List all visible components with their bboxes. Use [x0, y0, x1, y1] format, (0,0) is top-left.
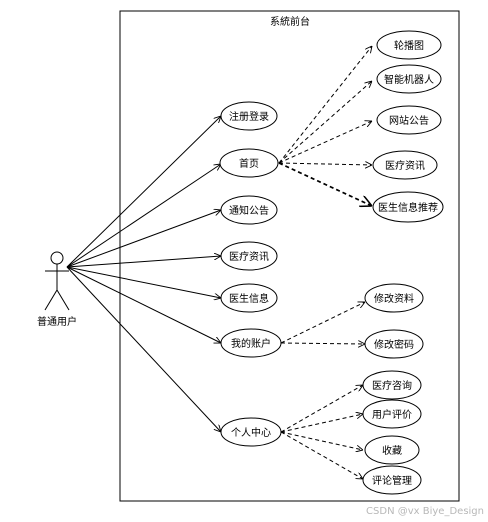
usecase-personal-center: 个人中心: [220, 417, 282, 447]
usecase-home-label: 首页: [239, 157, 259, 170]
usecase-home: 首页: [219, 148, 279, 178]
usecase-carousel-label: 轮播图: [394, 39, 424, 52]
usecase-medical-news: 医疗资讯: [220, 241, 278, 271]
usecase-notice-label: 通知公告: [229, 204, 269, 217]
ext-home-doctor-recommend: [278, 162, 372, 206]
ext-center-review-manage: [280, 431, 363, 479]
association-my-account: [66, 266, 221, 343]
usecase-medical-consult-label: 医疗咨询: [372, 379, 412, 392]
actor-user: [44, 251, 70, 311]
usecase-site-notice-label: 网站公告: [389, 114, 429, 127]
association-register-login: [66, 116, 221, 268]
usecase-register-login-label: 注册登录: [229, 110, 269, 123]
usecase-my-account: 我的账户: [220, 328, 282, 358]
association-doctor-info: [66, 266, 221, 298]
usecase-home-medical-news-label: 医疗资讯: [385, 159, 425, 172]
usecase-review-manage: 评论管理: [362, 465, 422, 495]
ext-home-carousel: [278, 46, 372, 164]
usecase-doctor-recommend-label: 医生信息推荐: [378, 201, 438, 214]
usecase-home-medical-news: 医疗资讯: [372, 150, 438, 180]
usecase-robot: 智能机器人: [376, 64, 442, 94]
usecase-notice: 通知公告: [220, 195, 278, 225]
actor-head: [50, 251, 64, 265]
usecase-carousel: 轮播图: [376, 30, 442, 60]
association-home: [66, 164, 221, 268]
usecase-review-manage-label: 评论管理: [372, 474, 412, 487]
ext-center-medical-consult: [280, 385, 363, 433]
usecase-medical-news-label: 医疗资讯: [229, 250, 269, 263]
usecase-user-review-label: 用户评价: [372, 408, 412, 421]
usecase-favorites-label: 收藏: [382, 444, 402, 457]
usecase-doctor-info-label: 医生信息: [229, 292, 269, 305]
usecase-change-password: 修改密码: [364, 329, 424, 359]
usecase-register-login: 注册登录: [220, 101, 278, 131]
usecase-edit-profile-label: 修改资料: [374, 292, 414, 305]
usecase-favorites: 收藏: [364, 435, 420, 465]
usecase-edit-profile: 修改资料: [364, 283, 424, 313]
usecase-medical-consult: 医疗咨询: [362, 370, 422, 400]
ext-account-change-password: [280, 343, 365, 344]
usecase-user-review: 用户评价: [362, 399, 422, 429]
ext-home-medical-news: [278, 163, 372, 165]
ext-account-edit-profile: [280, 302, 365, 344]
association-notice: [66, 210, 221, 268]
usecase-doctor-recommend: 医生信息推荐: [372, 191, 444, 223]
actor-left-leg: [44, 289, 58, 311]
usecase-robot-label: 智能机器人: [384, 73, 434, 86]
usecase-my-account-label: 我的账户: [231, 337, 271, 350]
actor-label: 普通用户: [37, 315, 77, 328]
association-personal-center: [66, 266, 221, 432]
usecase-site-notice: 网站公告: [376, 105, 442, 135]
system-title: 系統前台: [270, 15, 310, 28]
ext-home-site-notice: [278, 121, 372, 164]
association-medical-news: [66, 256, 221, 268]
usecase-personal-center-label: 个人中心: [231, 426, 271, 439]
usecase-change-password-label: 修改密码: [374, 338, 414, 351]
actor-right-leg: [56, 289, 70, 311]
watermark: CSDN @vx Biye_Design: [366, 506, 484, 517]
usecase-doctor-info: 医生信息: [220, 283, 278, 313]
